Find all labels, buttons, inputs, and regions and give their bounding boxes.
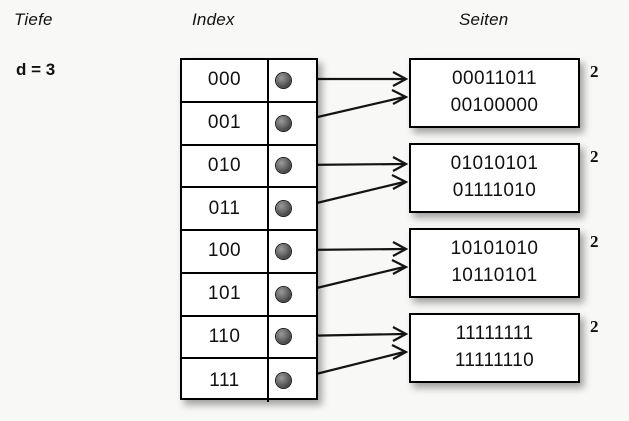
page-record: 10101010 — [450, 238, 539, 260]
column-heading-index: Index — [192, 10, 235, 29]
index-pointer-cell[interactable] — [269, 60, 316, 101]
depth-value-label: d = 3 — [16, 60, 56, 79]
index-key: 111 — [182, 359, 269, 402]
page-box[interactable]: 01010101 01111010 — [409, 143, 580, 213]
index-row[interactable]: 110 — [182, 316, 316, 360]
column-heading-depth: Tiefe — [14, 10, 53, 29]
index-key: 101 — [182, 273, 269, 315]
pointer-dot-icon — [276, 115, 291, 131]
index-pointer-cell[interactable] — [269, 359, 316, 402]
index-pointer-cell[interactable] — [269, 231, 316, 272]
index-row[interactable]: 100 — [182, 231, 316, 274]
page-box[interactable]: 11111111 11111110 — [409, 313, 580, 383]
index-row[interactable]: 001 — [182, 102, 316, 146]
pointer-dot-icon — [276, 329, 291, 345]
page-record: 00011011 — [452, 68, 537, 90]
index-key: 000 — [182, 60, 269, 101]
page-record: 01010101 — [450, 153, 539, 175]
page-record: 00100000 — [450, 95, 539, 116]
index-row[interactable]: 010 — [182, 145, 316, 189]
page-record: 11111110 — [454, 350, 535, 371]
index-pointer-cell[interactable] — [269, 103, 316, 144]
page-count-label: 2 — [590, 147, 599, 166]
column-heading-pages: Seiten — [459, 10, 509, 29]
index-table: 000 001 010 011 100 — [180, 58, 318, 402]
index-row[interactable]: 000 — [182, 60, 316, 103]
page-count-label: 2 — [590, 317, 599, 336]
pointer-dot-icon — [276, 243, 291, 259]
index-key: 100 — [182, 231, 269, 272]
index-key: 010 — [182, 145, 269, 187]
pointer-dot-icon — [276, 201, 291, 217]
page-record: 01111010 — [452, 180, 537, 201]
index-pointer-cell[interactable] — [269, 274, 316, 315]
index-row[interactable]: 101 — [182, 273, 316, 317]
page-record: 10110101 — [451, 265, 538, 286]
page-box[interactable]: 10101010 10110101 — [409, 228, 580, 298]
index-pointer-cell[interactable] — [269, 146, 316, 187]
index-key: 001 — [182, 102, 269, 144]
page-record: 11111111 — [455, 323, 534, 345]
page-box[interactable]: 00011011 00100000 — [409, 58, 580, 128]
pointer-dot-icon — [276, 158, 291, 174]
page-count-label: 2 — [590, 232, 599, 251]
index-pointer-cell[interactable] — [269, 188, 316, 229]
index-pointer-cell[interactable] — [269, 317, 316, 358]
pointer-dot-icon — [276, 72, 291, 88]
index-row[interactable]: 111 — [182, 359, 316, 402]
pointer-dot-icon — [276, 286, 291, 302]
index-row[interactable]: 011 — [182, 188, 316, 231]
index-key: 110 — [182, 316, 269, 358]
pointer-dot-icon — [276, 373, 291, 389]
page-count-label: 2 — [590, 62, 599, 81]
index-key: 011 — [182, 188, 269, 229]
